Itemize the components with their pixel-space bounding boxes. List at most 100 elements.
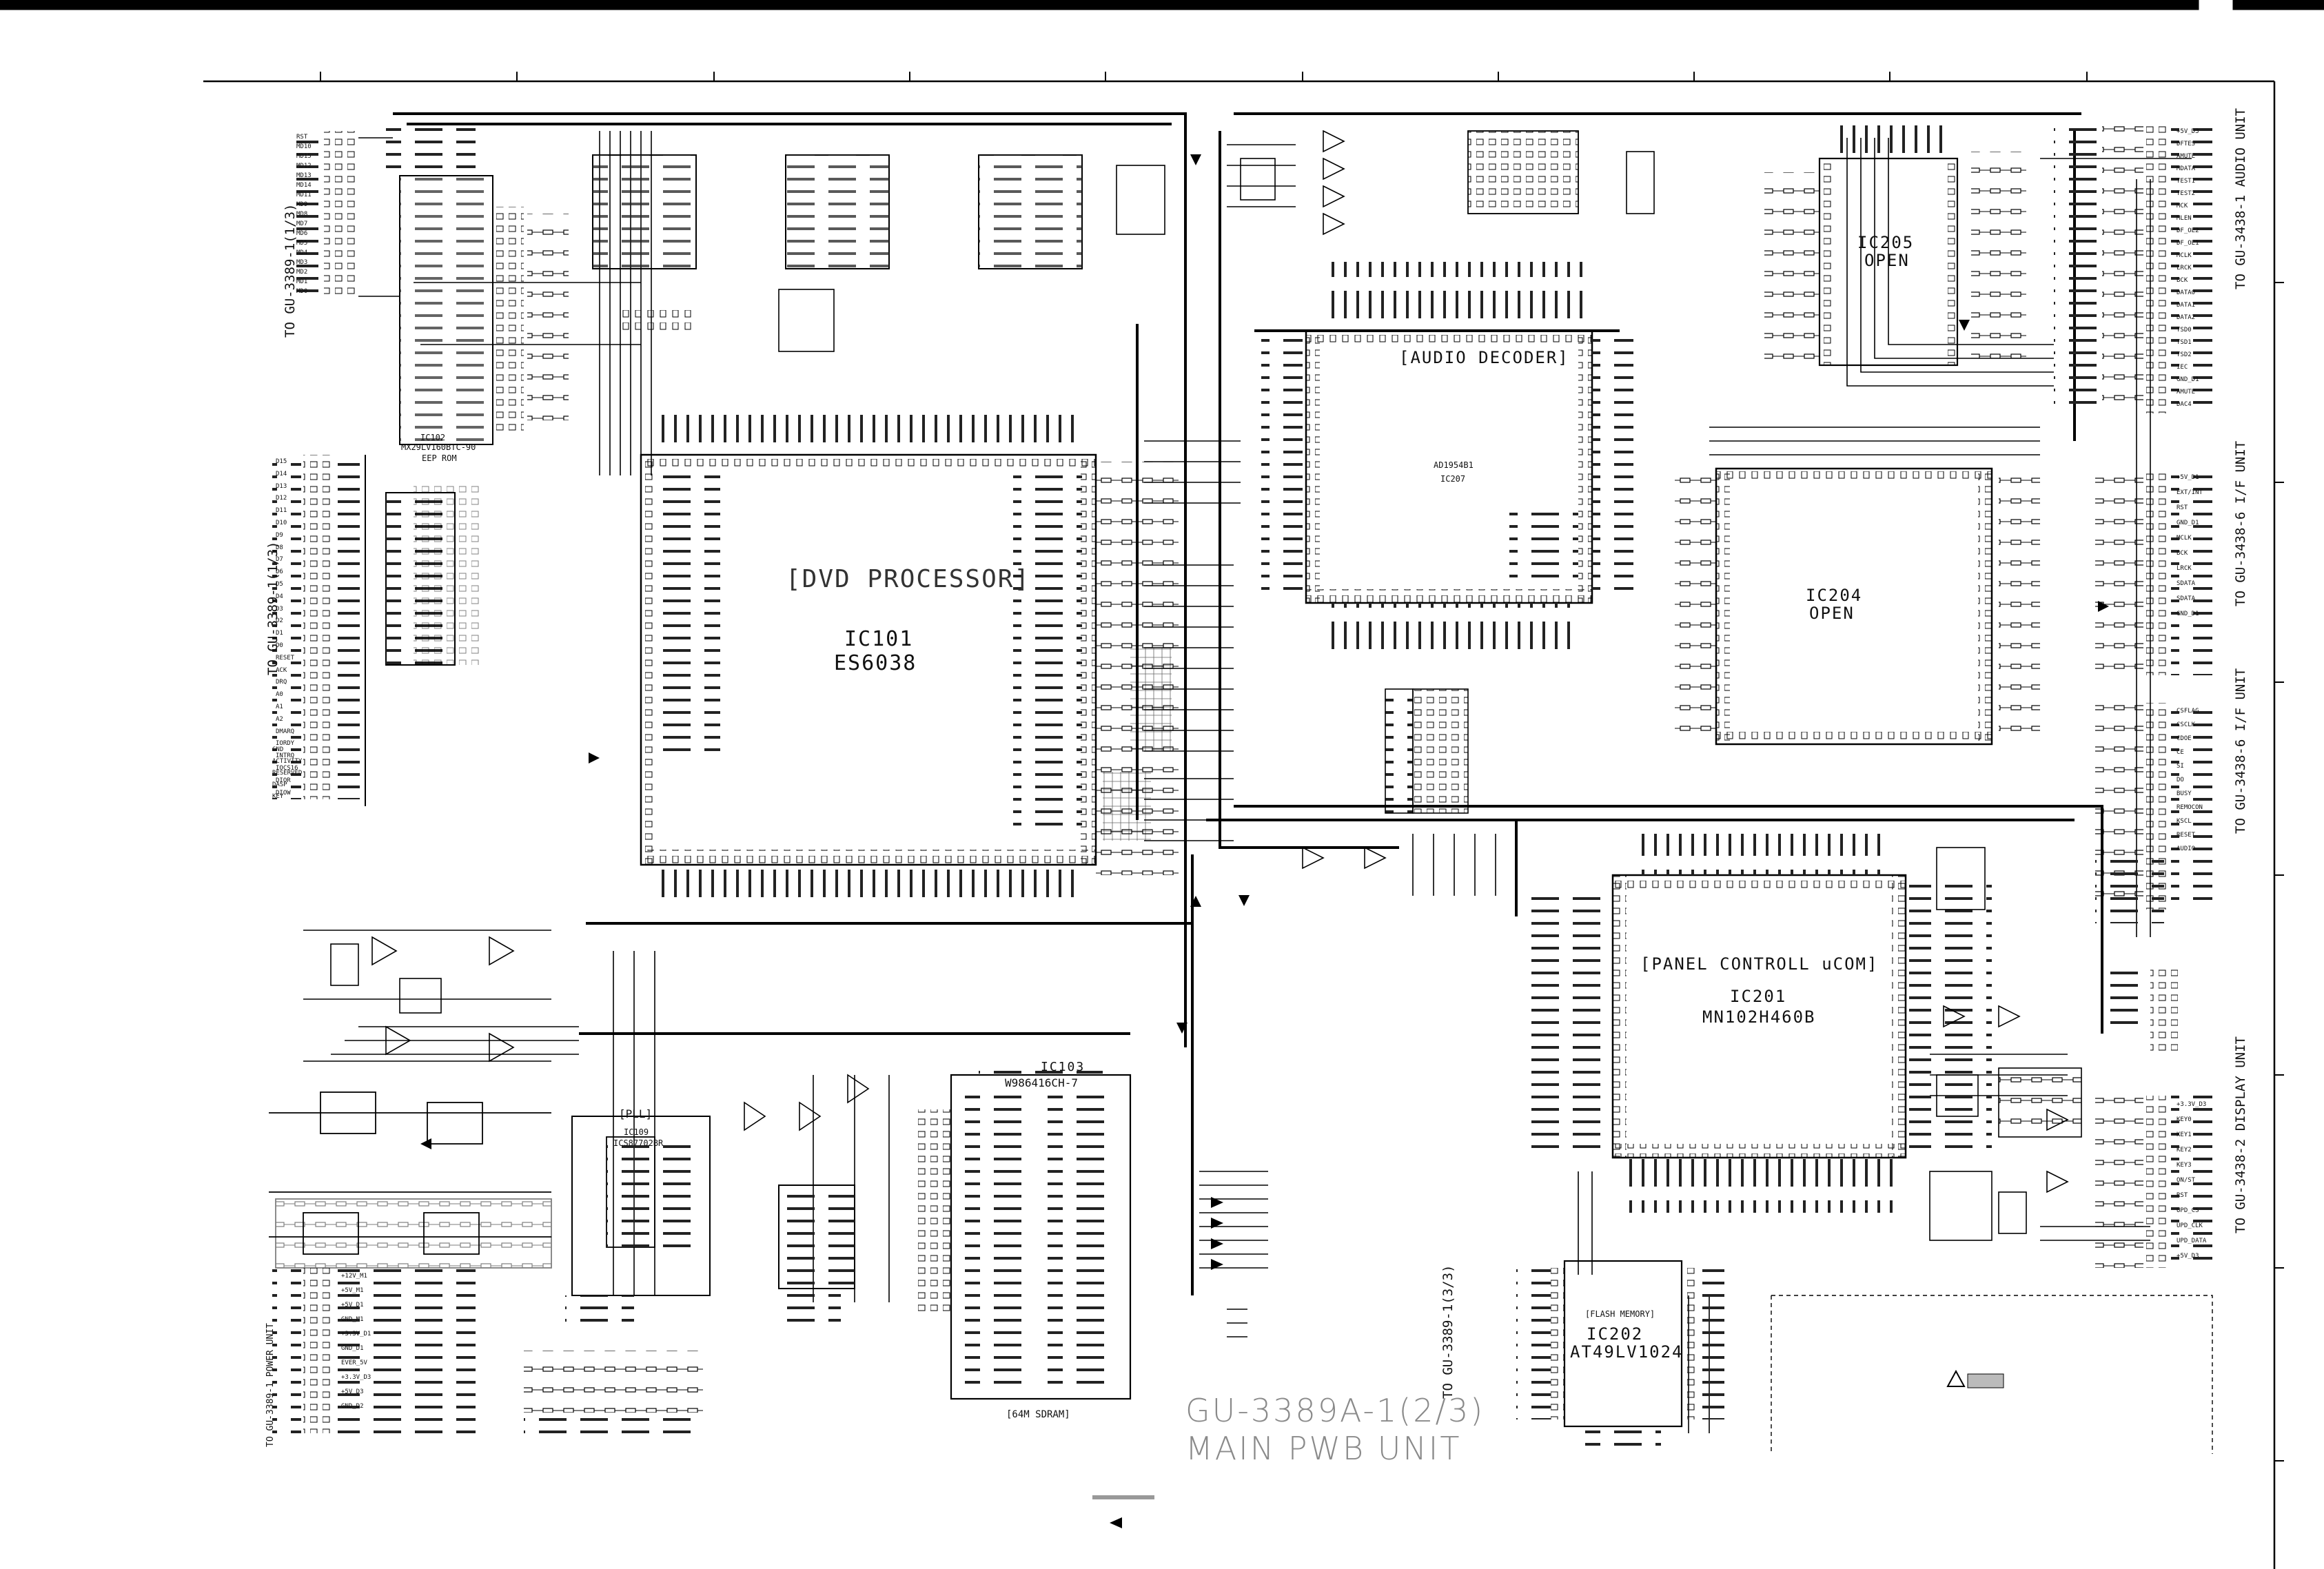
- ic204-open: [1675, 467, 2040, 746]
- ic-103-memory-map: [385, 486, 482, 666]
- signal-name: MD2: [296, 269, 308, 276]
- signal-name: D3: [276, 605, 283, 613]
- signal-name: D1: [276, 630, 283, 637]
- connector-cn101: [296, 131, 400, 297]
- signal-name: TSD2: [2177, 351, 2192, 358]
- signal-name: GND_D2: [341, 1403, 364, 1410]
- signal-name: TEST1: [2177, 178, 2196, 185]
- signal-name: KEY0: [2177, 1116, 2192, 1123]
- signal-name: D15: [276, 458, 287, 465]
- ic202-flash-memory: [1516, 1260, 2213, 1454]
- signal-name: REMOCON: [2177, 804, 2203, 811]
- signal-name: DIOW: [276, 789, 291, 797]
- signal-name: MCLK: [2177, 252, 2192, 259]
- signal-name: BCK: [2177, 277, 2188, 284]
- signal-name: D6: [276, 568, 283, 576]
- signal-name: SDATA: [2177, 595, 2196, 602]
- clock-oscillator-area: [303, 930, 551, 1063]
- signal-name: LRCK: [2177, 265, 2192, 271]
- signal-name: LRCK: [2177, 565, 2192, 572]
- board-subtitle: MAIN PWB UNIT: [1185, 1430, 1462, 1467]
- signal-name: ON/ST: [2177, 1177, 2196, 1184]
- eep-ref: IC102: [420, 433, 446, 442]
- flash-ref: IC202: [1587, 1324, 1644, 1344]
- ic205-open: [1764, 124, 2026, 372]
- signal-name: GND: [272, 746, 284, 753]
- sdram-part: W986416CH-7: [1005, 1076, 1078, 1089]
- signal-name: DASP: [272, 781, 287, 788]
- signal-name: SI: [2177, 763, 2184, 770]
- signal-name: RESET: [276, 654, 295, 662]
- flash-function: [FLASH MEMORY]: [1585, 1309, 1655, 1319]
- ic207-audio-decoder: [1261, 262, 1633, 658]
- connector-cn171: [2095, 1096, 2212, 1268]
- signal-name: SDATA: [2177, 580, 2196, 587]
- signal-name: +5V_M1: [341, 1287, 364, 1294]
- signal-name: DATA0: [2177, 289, 2196, 296]
- signal-name: D13: [276, 482, 287, 490]
- signal-name: DRQ: [276, 679, 287, 686]
- signal-name: MD13: [296, 172, 312, 179]
- signal-name: MD12: [296, 163, 312, 170]
- signal-name: +5V_D3: [2177, 1253, 2199, 1260]
- ic205-ref: IC205: [1857, 233, 1915, 252]
- connector-label-right-audio: TO GU-3438-1 AUDIO UNIT: [2233, 107, 2248, 289]
- signal-name: BUSY: [2177, 790, 2192, 797]
- audio-gates: [1240, 130, 1655, 870]
- signal-name: EXT/INT: [2177, 489, 2203, 496]
- pll-ref: IC109: [624, 1127, 649, 1137]
- flow-arrows: [420, 154, 2109, 1528]
- signal-name: IORDY: [276, 740, 295, 748]
- signal-name: BCK: [2177, 550, 2188, 557]
- panel-ucom-ref: IC201: [1730, 987, 1787, 1006]
- audio-decoder-part: AD1954B1: [1434, 460, 1474, 470]
- signal-name: KEY2: [2177, 1147, 2192, 1153]
- signal-name: MD3: [296, 259, 308, 266]
- connector-label-right-display: TO GU-3438-2 DISPLAY UNIT: [2233, 1036, 2248, 1233]
- signal-name: UPD_CS: [2177, 1207, 2199, 1214]
- right-glue-logic: [1929, 847, 2082, 1241]
- signal-name: CDOE: [2177, 735, 2192, 742]
- signal-name: DF_OE1: [2177, 240, 2199, 247]
- glue-logic-ic112: [744, 1074, 870, 1323]
- signal-name: UPD_CLK: [2177, 1222, 2203, 1229]
- signal-name: MLEN: [2177, 215, 2192, 222]
- signal-name: +3.3V_D1: [341, 1331, 371, 1337]
- signal-name: MD10: [296, 143, 312, 150]
- signal-name: MD7: [296, 221, 308, 227]
- sdram-function: [64M SDRAM]: [1006, 1409, 1070, 1420]
- voltage-regulators: [269, 1091, 552, 1269]
- audio-decoder-ref: IC207: [1440, 474, 1466, 484]
- signal-name: D12: [276, 495, 287, 502]
- signal-name: +3.3V_D3: [2177, 1101, 2207, 1108]
- signal-name: AMUTE: [2177, 389, 2196, 396]
- dvd-processor-part: ES6038: [834, 651, 917, 675]
- signal-name: KEY: [272, 793, 284, 800]
- signal-name: MD0: [296, 288, 308, 295]
- power-rail-caps: [524, 1351, 703, 1433]
- signal-name: D9: [276, 531, 283, 539]
- signal-name: IEC: [2177, 364, 2188, 371]
- connector-cn210: [2095, 703, 2212, 923]
- ic204-part: OPEN: [1809, 604, 1855, 623]
- signal-name: IOCS16: [276, 764, 298, 772]
- signal-name: D4: [276, 593, 283, 600]
- connector-cn301: [2054, 124, 2212, 413]
- signal-name: KSCL: [2177, 818, 2192, 825]
- signal-name: D11: [276, 507, 287, 515]
- dvd-processor-ref: IC101: [844, 627, 914, 651]
- connector-label-left-bottom: TO GU-3389-1 POWER UNIT: [265, 1322, 276, 1447]
- warning-triangle-icon: [1946, 1369, 2004, 1388]
- ic204-ref: IC204: [1806, 586, 1863, 605]
- signal-name: DIOR: [276, 777, 291, 784]
- signal-name: D7: [276, 556, 283, 564]
- signal-name: +5V_D1: [2177, 474, 2199, 481]
- signal-name: UPD_DATA: [2177, 1238, 2207, 1244]
